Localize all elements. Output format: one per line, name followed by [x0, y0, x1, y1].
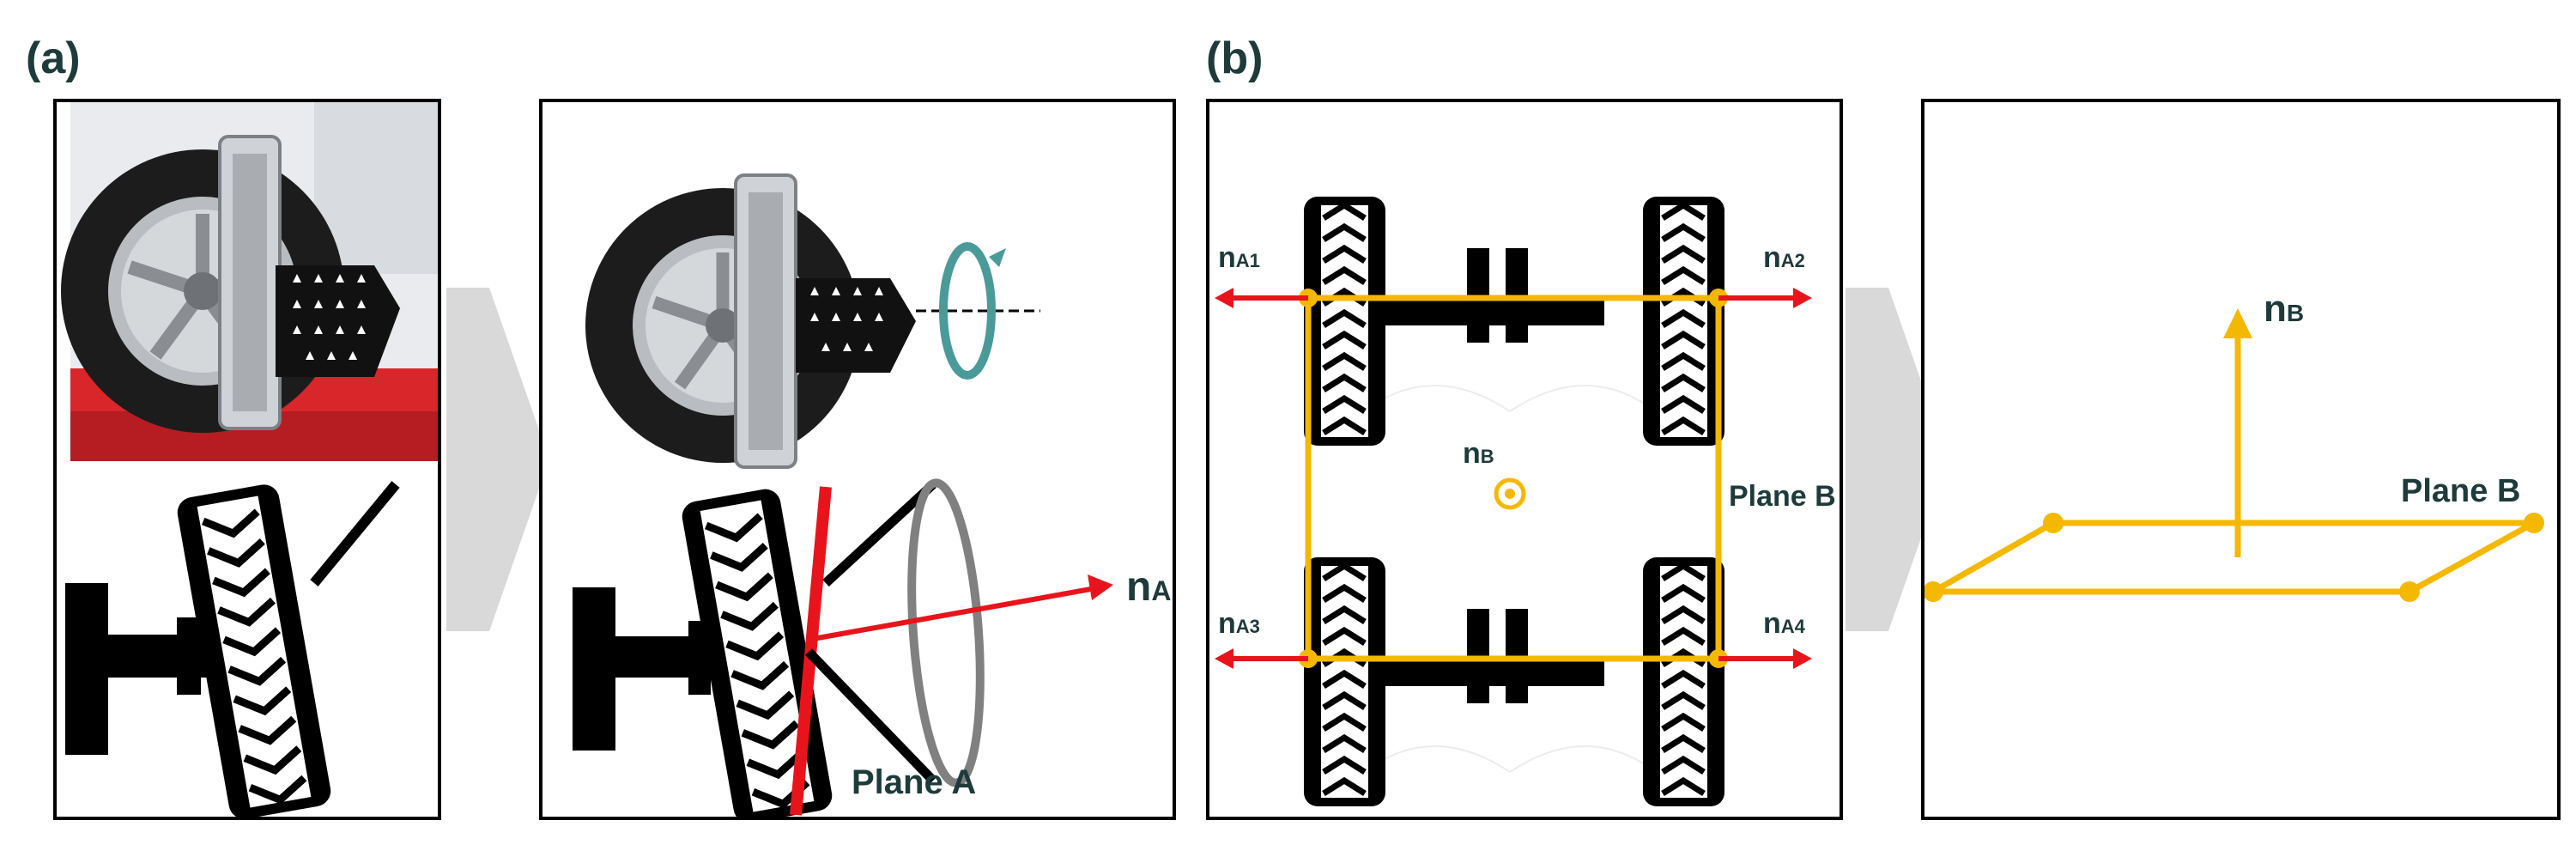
label-plane-b-vehicle: Plane B	[1729, 480, 1836, 513]
wheel-front-left	[1304, 197, 1385, 446]
vehicle-plane-b-illustration: nA1 nA2 nA3 nA4 nB Plane B	[1215, 197, 1836, 806]
tire-sketch-left	[65, 481, 400, 817]
plane-b-parallelogram	[1924, 520, 2536, 595]
label-na3: nA3	[1218, 607, 1260, 640]
wheel-photo-illustration	[61, 102, 438, 817]
panel-plane-b-flat: nB Plane B	[1921, 99, 2561, 820]
label-na1-vehicle: nA1	[1218, 241, 1260, 274]
panel-vehicle-plane-b: nA1 nA2 nA3 nA4 nB Plane B	[1206, 99, 1843, 820]
chevron-arrow-1	[446, 288, 549, 631]
wheel-front-right	[1643, 197, 1724, 446]
label-na1: nA1	[1126, 564, 1173, 610]
plane-a-illustration: nA1 Plane A	[573, 173, 1173, 817]
label-na4: nA4	[1763, 607, 1806, 640]
panel-plane-a: nA1 Plane A	[539, 99, 1176, 820]
label-plane-a: Plane A	[852, 763, 976, 801]
panel-label-b: (b)	[1206, 33, 1264, 83]
label-na2: nA2	[1763, 241, 1805, 274]
chevron-arrow-2	[1846, 288, 1949, 631]
plane-b-outline	[1305, 295, 1722, 662]
label-nb-center: nB	[1463, 437, 1494, 470]
label-nb-flat: nB	[2264, 288, 2304, 330]
wheel-rear-left	[1304, 557, 1385, 806]
wheel-rear-right	[1643, 557, 1724, 806]
normal-out-of-page-icon	[1494, 477, 1526, 510]
panel-label-a: (a)	[26, 33, 81, 83]
label-plane-b-flat: Plane B	[2401, 473, 2520, 509]
plane-b-flat-illustration: nB Plane B	[1924, 288, 2544, 602]
panel-wheel-photo	[53, 99, 441, 820]
normal-arrow-na1	[812, 585, 1101, 641]
